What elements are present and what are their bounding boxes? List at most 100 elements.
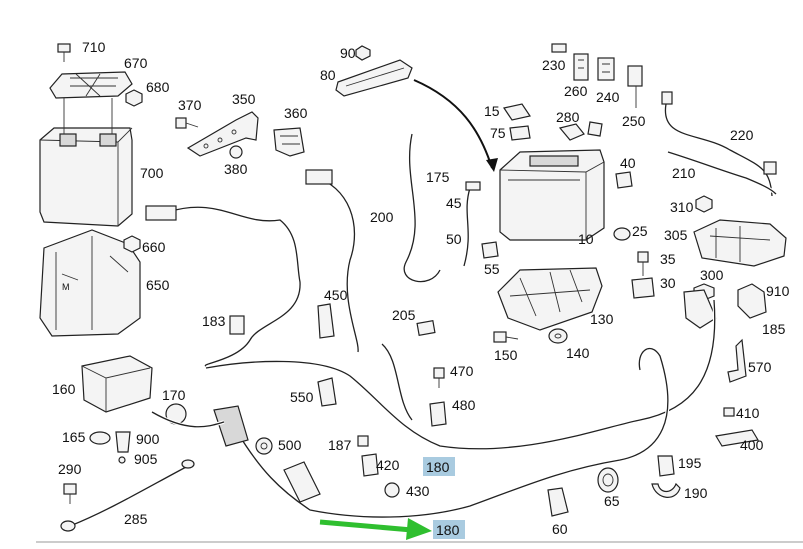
part-910-cover bbox=[737, 283, 767, 319]
label-550: 550 bbox=[290, 389, 314, 405]
label-260: 260 bbox=[564, 83, 588, 99]
part-310-nut bbox=[695, 195, 713, 213]
parts-illustrations: M bbox=[39, 43, 787, 532]
part-550-bracket bbox=[317, 377, 337, 407]
label-200: 200 bbox=[370, 209, 394, 225]
part-205-sleeve bbox=[416, 320, 436, 336]
label-910: 910 bbox=[766, 283, 790, 299]
part-360-clip bbox=[273, 127, 305, 157]
label-680: 680 bbox=[146, 79, 170, 95]
label-900: 900 bbox=[136, 431, 160, 447]
label-165: 165 bbox=[62, 429, 86, 445]
part-250-connector bbox=[627, 65, 643, 108]
label-65: 65 bbox=[604, 493, 620, 509]
label-710: 710 bbox=[82, 39, 106, 55]
label-30: 30 bbox=[660, 275, 676, 291]
part-670-hold-down bbox=[49, 71, 133, 99]
label-650: 650 bbox=[146, 277, 170, 293]
part-15-pad bbox=[503, 103, 531, 121]
label-130: 130 bbox=[590, 311, 614, 327]
label-35: 35 bbox=[660, 251, 676, 267]
label-430: 430 bbox=[406, 483, 430, 499]
part-35-bolt bbox=[637, 251, 649, 276]
cover-to-battery-arrow bbox=[413, 79, 498, 172]
part-165-washer bbox=[89, 431, 111, 445]
part-185-boot bbox=[683, 289, 717, 329]
label-190: 190 bbox=[684, 485, 708, 501]
part-400-bracket bbox=[715, 429, 759, 447]
part-75-clip bbox=[509, 125, 531, 141]
part-680-nut bbox=[125, 89, 143, 107]
label-220: 220 bbox=[730, 127, 754, 143]
label-290: 290 bbox=[58, 461, 82, 477]
label-15: 15 bbox=[484, 103, 500, 119]
label-75: 75 bbox=[490, 125, 506, 141]
part-700-battery bbox=[39, 98, 133, 227]
part-660-nut bbox=[123, 235, 141, 253]
label-700: 700 bbox=[140, 165, 164, 181]
label-170: 170 bbox=[162, 387, 186, 403]
label-400: 400 bbox=[740, 437, 764, 453]
part-230-connector bbox=[551, 43, 567, 53]
part-370-bolt bbox=[175, 117, 199, 129]
part-25-grommet bbox=[613, 227, 631, 241]
label-305: 305 bbox=[664, 227, 688, 243]
part-260-connector bbox=[573, 53, 589, 81]
label-160: 160 bbox=[52, 381, 76, 397]
label-285: 285 bbox=[124, 511, 148, 527]
label-240: 240 bbox=[596, 89, 620, 105]
label-150: 150 bbox=[494, 347, 518, 363]
part-183-connector bbox=[229, 315, 245, 335]
part-480-bracket bbox=[429, 401, 447, 427]
part-150-bolt bbox=[493, 331, 519, 343]
label-183: 183 bbox=[202, 313, 226, 329]
part-90-nut bbox=[355, 45, 371, 61]
part-500-nut bbox=[255, 437, 273, 455]
label-410: 410 bbox=[736, 405, 760, 421]
label-230: 230 bbox=[542, 57, 566, 73]
part-290-bolt bbox=[63, 483, 77, 504]
label-185: 185 bbox=[762, 321, 786, 337]
svg-text:M: M bbox=[62, 282, 70, 292]
part-65-grommet bbox=[597, 467, 619, 493]
part-50-hose bbox=[462, 181, 481, 267]
label-280: 280 bbox=[556, 109, 580, 125]
label-350: 350 bbox=[232, 91, 256, 107]
part-900-cap bbox=[115, 431, 131, 453]
part-380-nut bbox=[229, 145, 243, 159]
part-80-cover bbox=[335, 59, 413, 97]
part-195-clamp bbox=[657, 455, 675, 477]
part-240-connector bbox=[597, 57, 615, 81]
label-310: 310 bbox=[670, 199, 694, 215]
label-45: 45 bbox=[446, 195, 462, 211]
part-410-bolt bbox=[723, 407, 735, 417]
part-160-fuse-box bbox=[81, 355, 153, 413]
part-210-cable bbox=[667, 150, 778, 196]
part-190-clamp bbox=[651, 482, 681, 498]
part-650-battery-tray: M bbox=[39, 229, 141, 337]
label-180-lower: 180 bbox=[436, 522, 460, 538]
part-470-bolt bbox=[433, 367, 445, 388]
part-number-labels: 710 670 680 370 350 360 90 80 230 260 24… bbox=[52, 39, 790, 538]
label-370: 370 bbox=[178, 97, 202, 113]
label-205: 205 bbox=[392, 307, 416, 323]
highlight-180-upper bbox=[423, 457, 455, 476]
label-140: 140 bbox=[566, 345, 590, 361]
label-90: 90 bbox=[340, 45, 356, 61]
part-305-relay-box bbox=[693, 219, 787, 267]
part-285-cable bbox=[60, 459, 195, 532]
part-10-battery bbox=[499, 149, 605, 241]
label-360: 360 bbox=[284, 105, 308, 121]
label-670: 670 bbox=[124, 55, 148, 71]
label-570: 570 bbox=[748, 359, 772, 375]
label-187: 187 bbox=[328, 437, 352, 453]
label-10: 10 bbox=[578, 231, 594, 247]
label-480: 480 bbox=[452, 397, 476, 413]
label-80: 80 bbox=[320, 67, 336, 83]
label-25: 25 bbox=[632, 223, 648, 239]
green-pointer-arrow bbox=[319, 518, 432, 540]
label-55: 55 bbox=[484, 261, 500, 277]
highlight-180-lower bbox=[433, 520, 465, 539]
label-380: 380 bbox=[224, 161, 248, 177]
